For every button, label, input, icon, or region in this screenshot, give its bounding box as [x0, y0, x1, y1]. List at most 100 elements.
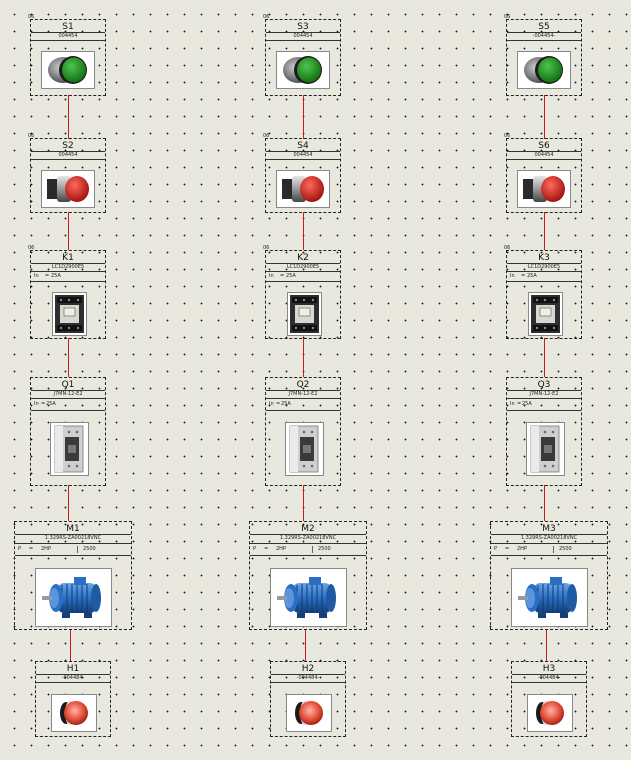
sheet-tag: 06 — [263, 245, 270, 251]
wire — [68, 95, 69, 139]
green-pushbutton-icon — [41, 51, 95, 89]
device-reference: M1 — [66, 524, 80, 534]
wire — [303, 485, 304, 521]
motor-symbol[interactable]: M1 1.329RS-ZA00218VNC P = 2HP 2500 — [14, 521, 132, 630]
red-pilot-light-icon — [286, 694, 332, 732]
device-reference: Q3 — [537, 380, 551, 390]
circuit-breaker-symbol[interactable]: Q3 J7MN-12-E2 In = 25A — [506, 377, 582, 486]
start-pushbutton-symbol[interactable]: 06 S5 -004454- — [504, 15, 582, 96]
device-reference: S2 — [62, 141, 74, 151]
circuit-breaker-symbol[interactable]: Q2 J7MN-12-E2 In = 25A — [265, 377, 341, 486]
sheet-tag: 06 — [263, 14, 270, 20]
wire — [70, 629, 71, 662]
wire — [544, 95, 545, 139]
start-pushbutton-symbol[interactable]: 06 S1 004454 — [28, 15, 106, 96]
electric-motor-icon — [35, 568, 112, 627]
wire — [68, 485, 69, 521]
contactor-symbol[interactable]: 06 K2 LC1D2900E5 In = 25A — [263, 246, 341, 339]
green-pushbutton-icon — [517, 51, 571, 89]
part-number: -004484- — [296, 675, 320, 681]
device-reference: Q1 — [61, 380, 75, 390]
pilot-light-symbol[interactable]: H2 -004484- — [270, 661, 346, 737]
device-reference: H2 — [301, 664, 315, 674]
device-reference: S3 — [297, 22, 309, 32]
sheet-tag: 06 — [263, 133, 270, 139]
wire — [303, 338, 304, 377]
motor-rating-row: P = 2HP 2500 — [18, 546, 96, 553]
electric-motor-icon — [511, 568, 588, 627]
green-pushbutton-icon — [276, 51, 330, 89]
red-pushbutton-icon — [41, 170, 95, 208]
circuit-breaker-icon — [526, 422, 565, 476]
pilot-light-symbol[interactable]: H3 -004484- — [511, 661, 587, 737]
sheet-tag: 06 — [28, 245, 35, 251]
wire — [544, 485, 545, 521]
red-pilot-light-icon — [527, 694, 573, 732]
stop-pushbutton-symbol[interactable]: 06 S4 004454 — [263, 134, 341, 213]
part-number: J7MN-12-E2 — [529, 391, 559, 397]
rated-current-row: In = 25A — [34, 401, 56, 407]
motor-circuit-column-3: 06 S5 -004454- 06 S6 004454 — [476, 0, 631, 760]
device-reference: K3 — [538, 253, 550, 263]
sheet-tag: 06 — [504, 133, 511, 139]
device-reference: M3 — [542, 524, 556, 534]
sheet-tag: 06 — [504, 14, 511, 20]
motor-symbol[interactable]: M2 1.329RS-ZA00218VNC P = 2HP 2500 — [249, 521, 367, 630]
part-number: LC1D2900E5 — [286, 264, 320, 270]
part-number: 004454 — [58, 33, 78, 39]
wire — [305, 629, 306, 662]
motor-circuit-column-2: 06 S3 004454 06 S4 004454 — [235, 0, 395, 760]
red-pilot-light-icon — [51, 694, 97, 732]
device-reference: K2 — [297, 253, 309, 263]
device-reference: Q2 — [296, 380, 310, 390]
sheet-tag: 06 — [504, 245, 511, 251]
contactor-icon — [287, 292, 322, 336]
part-number: 004454 — [293, 152, 313, 158]
device-reference: H1 — [66, 664, 80, 674]
motor-rating-row: P = 2HP 2500 — [253, 546, 331, 553]
wire — [303, 212, 304, 250]
red-pushbutton-icon — [517, 170, 571, 208]
circuit-breaker-symbol[interactable]: Q1 J7MN-12-E2 In = 25A — [30, 377, 106, 486]
motor-rating-row: P = 2HP 2500 — [494, 546, 572, 553]
part-number: 1.329RS-ZA00218VNC — [44, 535, 102, 541]
contactor-symbol[interactable]: 06 K3 LC1D2900E5 In = 25A — [504, 246, 582, 339]
stop-pushbutton-symbol[interactable]: 06 S2 004454 — [28, 134, 106, 213]
electric-motor-icon — [270, 568, 347, 627]
device-reference: S6 — [538, 141, 550, 151]
rated-current-row: In = 25A — [510, 401, 532, 407]
red-pushbutton-icon — [276, 170, 330, 208]
contactor-symbol[interactable]: 06 K1 LC1D2900E5 In = 25A — [28, 246, 106, 339]
sheet-tag: 06 — [28, 133, 35, 139]
motor-circuit-column-1: 06 S1 004454 06 S2 004454 — [0, 0, 160, 760]
device-reference: H3 — [542, 664, 556, 674]
wire — [303, 95, 304, 139]
part-number: -004484- — [61, 675, 85, 681]
device-reference: K1 — [62, 253, 74, 263]
wire — [544, 338, 545, 377]
rated-current-row: In = 25A — [510, 273, 537, 279]
part-number: 004454 — [293, 33, 313, 39]
part-number: -004454- — [532, 33, 556, 39]
start-pushbutton-symbol[interactable]: 06 S3 004454 — [263, 15, 341, 96]
part-number: -004484- — [537, 675, 561, 681]
stop-pushbutton-symbol[interactable]: 06 S6 004454 — [504, 134, 582, 213]
contactor-icon — [528, 292, 563, 336]
wire — [68, 338, 69, 377]
wire — [546, 629, 547, 662]
part-number: LC1D2900E5 — [527, 264, 561, 270]
device-reference: S1 — [62, 22, 74, 32]
circuit-breaker-icon — [285, 422, 324, 476]
wire — [68, 212, 69, 250]
part-number: 004454 — [58, 152, 78, 158]
part-number: LC1D2900E5 — [51, 264, 85, 270]
contactor-icon — [52, 292, 87, 336]
part-number: 1.329RS-ZA00218VNC — [520, 535, 578, 541]
rated-current-row: In = 25A — [34, 273, 61, 279]
part-number: 004454 — [534, 152, 554, 158]
device-reference: M2 — [301, 524, 315, 534]
device-reference: S5 — [538, 22, 550, 32]
pilot-light-symbol[interactable]: H1 -004484- — [35, 661, 111, 737]
part-number: J7MN-12-E2 — [53, 391, 83, 397]
motor-symbol[interactable]: M3 1.329RS-ZA00218VNC P = 2HP 2500 — [490, 521, 608, 630]
